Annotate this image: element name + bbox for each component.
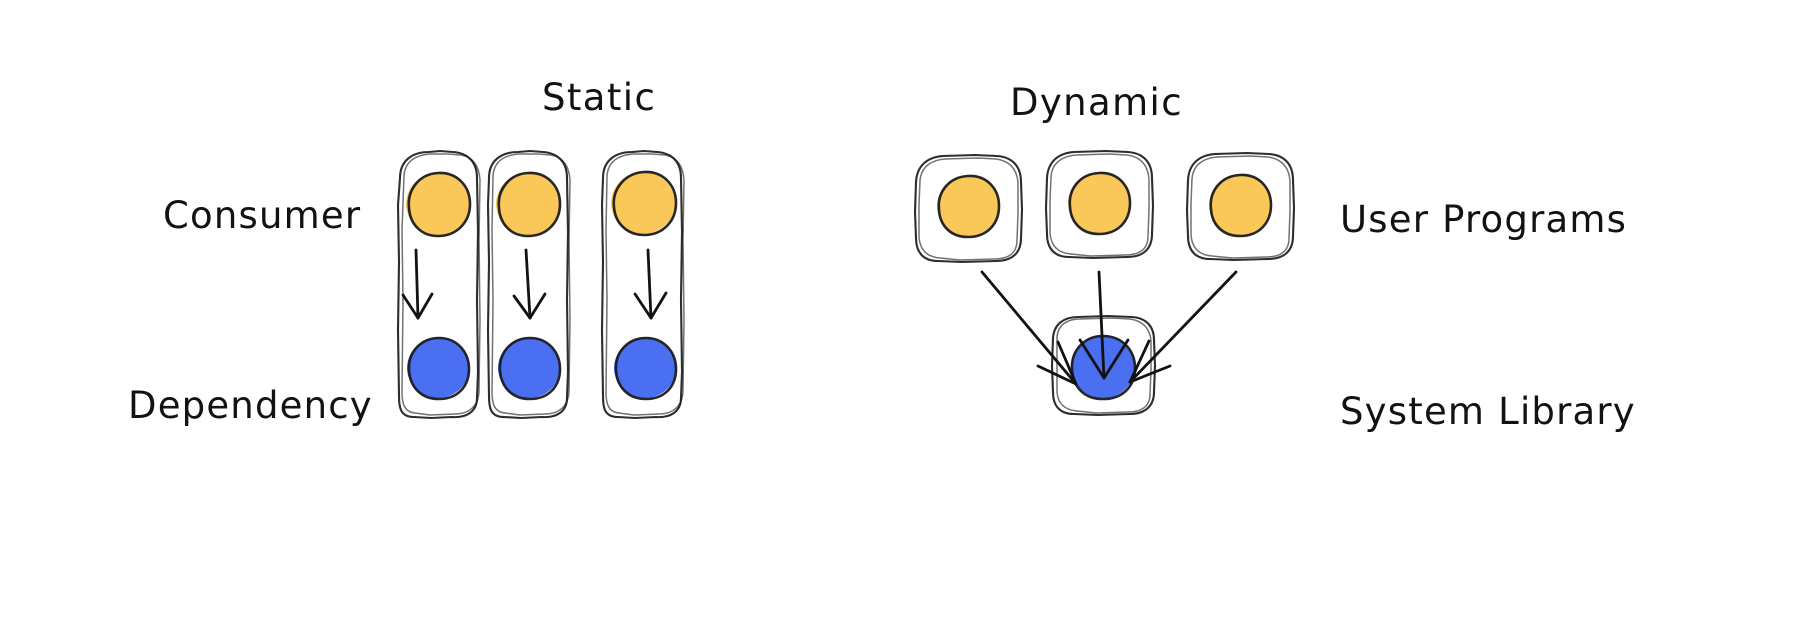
user-program-box-1-shadow <box>918 157 1019 261</box>
static-group-box-3 <box>600 149 684 420</box>
dependency-node-3-fill <box>614 338 676 398</box>
user-program-node-3-outline <box>1209 173 1273 238</box>
static-edge-3 <box>633 248 668 320</box>
system-library-box-shadow <box>1056 317 1152 414</box>
row-label-user-programs: User Programs <box>1340 198 1627 241</box>
static-group-box-1 <box>396 149 480 420</box>
static-group-box-2-shadow <box>491 153 571 416</box>
dynamic-edge-2 <box>1078 270 1130 380</box>
static-edge-2 <box>512 248 547 320</box>
consumer-node-2-outline <box>497 171 562 238</box>
consumer-node-1-fill <box>406 173 470 235</box>
row-label-system-library: System Library <box>1340 390 1636 433</box>
user-program-unit-2 <box>1044 149 1155 260</box>
title-static: Static <box>542 76 656 119</box>
user-program-unit-3 <box>1185 151 1296 262</box>
row-label-dependency: Dependency <box>128 384 373 427</box>
user-program-box-3 <box>1185 151 1296 262</box>
consumer-node-3-fill <box>611 172 675 234</box>
user-program-node-2-outline <box>1068 171 1132 236</box>
dynamic-edge-3 <box>1128 270 1238 384</box>
consumer-node-2-fill <box>496 173 560 235</box>
dependency-node-2-outline <box>498 336 562 401</box>
static-edge-1 <box>401 248 434 320</box>
static-group-box-1-shadow <box>401 153 481 416</box>
dependency-node-3-outline <box>614 336 678 401</box>
dependency-node-2-fill <box>498 338 560 398</box>
dependency-node-1-outline <box>407 336 471 401</box>
static-group-box-2 <box>486 149 570 420</box>
user-program-box-2-shadow <box>1049 153 1150 257</box>
user-program-node-2-fill <box>1068 173 1130 233</box>
user-program-box-2 <box>1044 149 1155 260</box>
user-program-box-1 <box>913 153 1024 264</box>
consumer-node-3-outline <box>612 170 678 237</box>
user-program-node-1-fill <box>937 176 999 236</box>
user-program-unit-1 <box>913 153 1024 264</box>
user-program-box-3-shadow <box>1190 155 1291 259</box>
user-program-node-1-outline <box>937 174 1001 239</box>
static-group-box-3-shadow <box>605 153 685 416</box>
consumer-node-1-outline <box>407 171 472 238</box>
static-unit-3 <box>600 149 685 420</box>
dynamic-edge-1 <box>980 270 1078 386</box>
static-unit-1 <box>396 149 481 420</box>
system-library-box <box>1050 314 1157 417</box>
static-unit-2 <box>486 149 571 420</box>
dependency-node-1-fill <box>407 338 469 398</box>
user-program-node-3-fill <box>1209 175 1271 235</box>
title-dynamic: Dynamic <box>1010 81 1183 124</box>
row-label-consumer: Consumer <box>163 194 361 237</box>
